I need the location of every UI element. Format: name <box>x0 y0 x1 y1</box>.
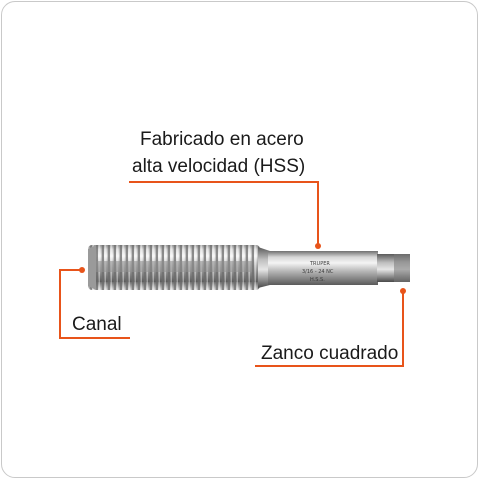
tap-chamfer <box>88 245 96 290</box>
tool-material-text: H.S.S. <box>310 277 325 283</box>
material-leader-dot <box>315 243 321 249</box>
flute-groove <box>92 261 252 272</box>
tap-tool: TRUPER 3/16 - 24 NC H.S.S. <box>88 245 410 290</box>
material-label-line1: Fabricado en acero <box>140 129 304 150</box>
material-label-line2: alta velocidad (HSS) <box>132 156 305 177</box>
material-leader-line <box>129 181 319 246</box>
shank-leader-line <box>255 291 404 367</box>
flute-callout: Canal <box>59 267 130 339</box>
tap-diagram: TRUPER 3/16 - 24 NC H.S.S. Fabricado en … <box>59 129 410 367</box>
flute-leader-line <box>59 269 130 339</box>
material-callout: Fabricado en acero alta velocidad (HSS) <box>129 129 321 249</box>
tool-brand-text: TRUPER <box>309 261 330 267</box>
flute-label: Canal <box>72 314 122 335</box>
shank-callout: Zanco cuadrado <box>255 288 406 367</box>
tap-neck <box>258 247 270 288</box>
tool-size-text: 3/16 - 24 NC <box>302 269 334 275</box>
shank-label: Zanco cuadrado <box>261 343 398 364</box>
tap-shank <box>268 251 378 285</box>
